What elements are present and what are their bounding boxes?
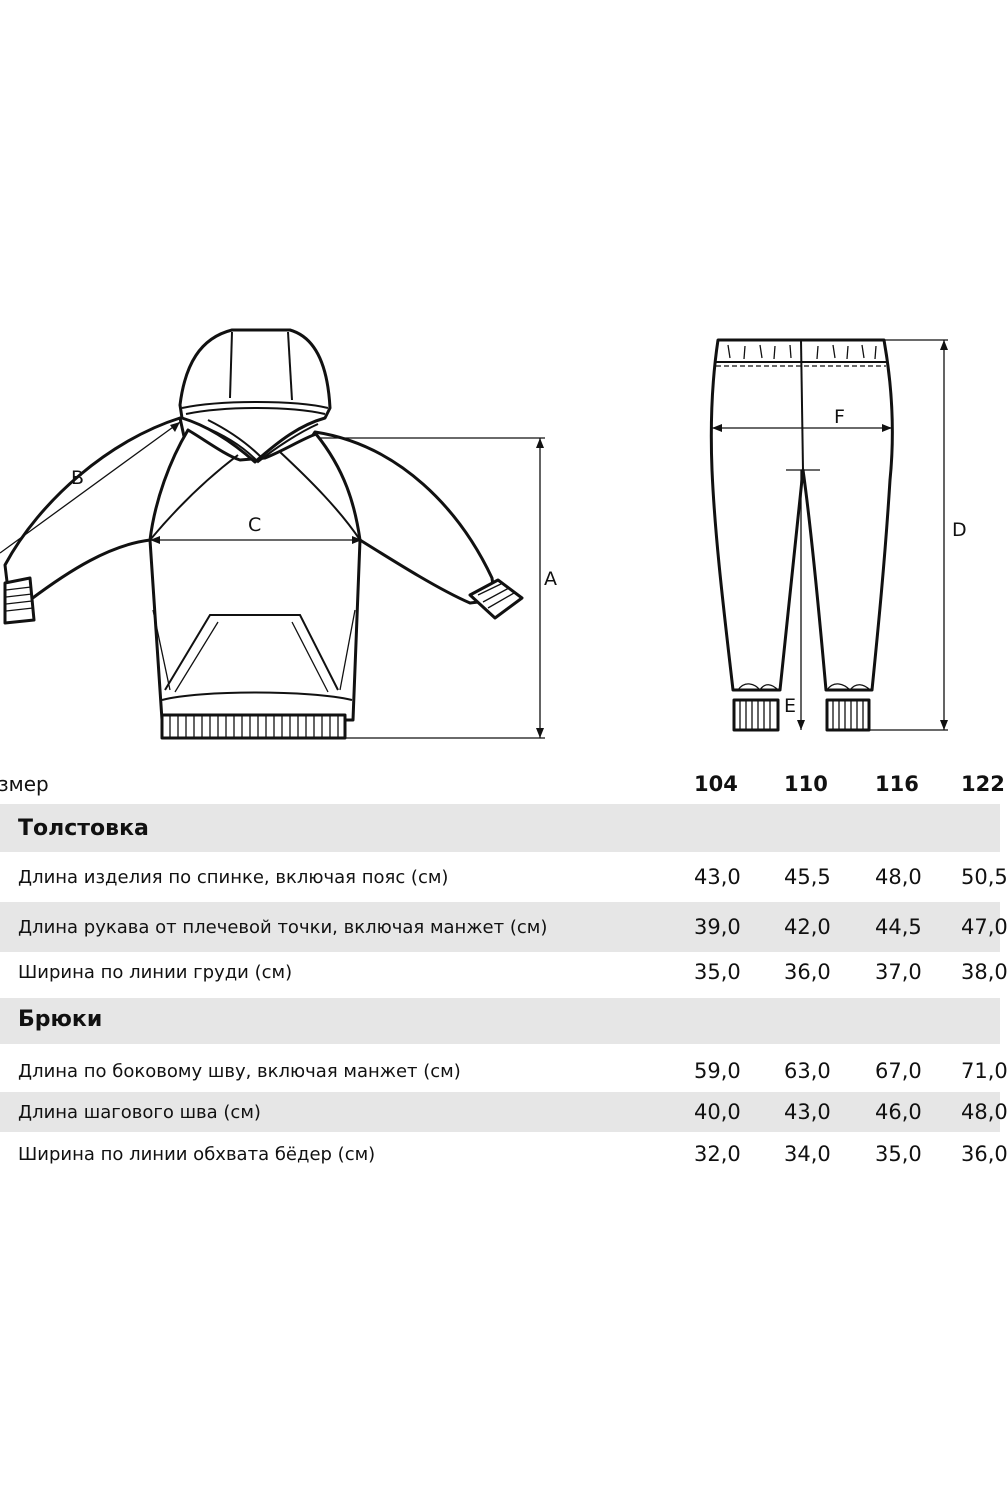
row-value: 46,0 <box>875 1100 922 1124</box>
row-value: 32,0 <box>694 1142 741 1166</box>
label-c: C <box>248 514 261 536</box>
row-value: 34,0 <box>784 1142 831 1166</box>
row-value: 35,0 <box>694 960 741 984</box>
row-label: Ширина по линии груди (см) <box>18 962 293 983</box>
table-row: Длина шагового шва (см) 40,0 43,0 46,0 4… <box>0 1092 1008 1132</box>
size-122: 122 <box>961 772 1005 796</box>
table-row: Длина по боковому шву, включая манжет (с… <box>0 1044 1008 1092</box>
hoodie-right-cuff <box>468 578 524 620</box>
row-label: Длина рукава от плечевой точки, включая … <box>18 917 548 938</box>
pants-drawing: D E F <box>709 338 967 732</box>
row-label: Длина изделия по спинке, включая пояс (с… <box>18 867 449 888</box>
row-value: 45,5 <box>784 865 831 889</box>
hoodie-right-sleeve <box>298 430 497 605</box>
label-d: D <box>952 519 967 541</box>
row-value: 37,0 <box>875 960 922 984</box>
section-title-hoodie: Толстовка <box>18 816 149 841</box>
row-value: 38,0 <box>961 960 1008 984</box>
row-value: 42,0 <box>784 915 831 939</box>
label-a: A <box>544 568 557 590</box>
size-table: змер 104 110 116 122 Толстовка Длина изд… <box>0 764 1008 1178</box>
section-hoodie: Толстовка <box>0 804 1000 852</box>
label-f: F <box>834 406 845 428</box>
hoodie-hood <box>178 328 332 464</box>
row-value: 40,0 <box>694 1100 741 1124</box>
hoodie-left-sleeve <box>3 416 190 602</box>
table-row: Длина рукава от плечевой точки, включая … <box>0 902 1008 952</box>
hoodie-drawing: A B C <box>0 328 557 740</box>
size-116: 116 <box>875 772 919 796</box>
label-e: E <box>784 695 796 717</box>
table-row: Ширина по линии обхвата бёдер (см) 32,0 … <box>0 1132 1008 1178</box>
hoodie-pocket <box>164 614 339 691</box>
size-110: 110 <box>784 772 828 796</box>
row-label: Длина по боковому шву, включая манжет (с… <box>18 1061 461 1082</box>
row-value: 63,0 <box>784 1059 831 1083</box>
size-label: змер <box>0 772 49 796</box>
row-value: 36,0 <box>961 1142 1008 1166</box>
hoodie-body <box>148 428 362 722</box>
size-104: 104 <box>694 772 738 796</box>
table-row: Ширина по линии груди (см) 35,0 36,0 37,… <box>0 952 1008 998</box>
size-header-row: змер 104 110 116 122 <box>0 764 1005 804</box>
row-value: 50,5 <box>961 865 1008 889</box>
row-value: 35,0 <box>875 1142 922 1166</box>
row-value: 44,5 <box>875 915 922 939</box>
row-value: 39,0 <box>694 915 741 939</box>
row-label: Ширина по линии обхвата бёдер (см) <box>18 1144 376 1165</box>
row-value: 71,0 <box>961 1059 1008 1083</box>
row-value: 36,0 <box>784 960 831 984</box>
row-value: 48,0 <box>875 865 922 889</box>
pants-left-cuff <box>732 698 780 732</box>
row-value: 67,0 <box>875 1059 922 1083</box>
row-value: 43,0 <box>784 1100 831 1124</box>
label-b: B <box>71 467 84 489</box>
row-value: 48,0 <box>961 1100 1008 1124</box>
row-value: 59,0 <box>694 1059 741 1083</box>
row-value: 47,0 <box>961 915 1008 939</box>
garment-diagrams: A B C <box>0 328 967 740</box>
row-label: Длина шагового шва (см) <box>18 1102 261 1123</box>
table-row: Длина изделия по спинке, включая пояс (с… <box>0 852 1008 902</box>
pants-right-cuff <box>825 698 871 732</box>
hoodie-left-cuff <box>3 576 36 625</box>
section-pants: Брюки <box>0 998 1000 1044</box>
section-title-pants: Брюки <box>18 1007 103 1032</box>
row-value: 43,0 <box>694 865 741 889</box>
